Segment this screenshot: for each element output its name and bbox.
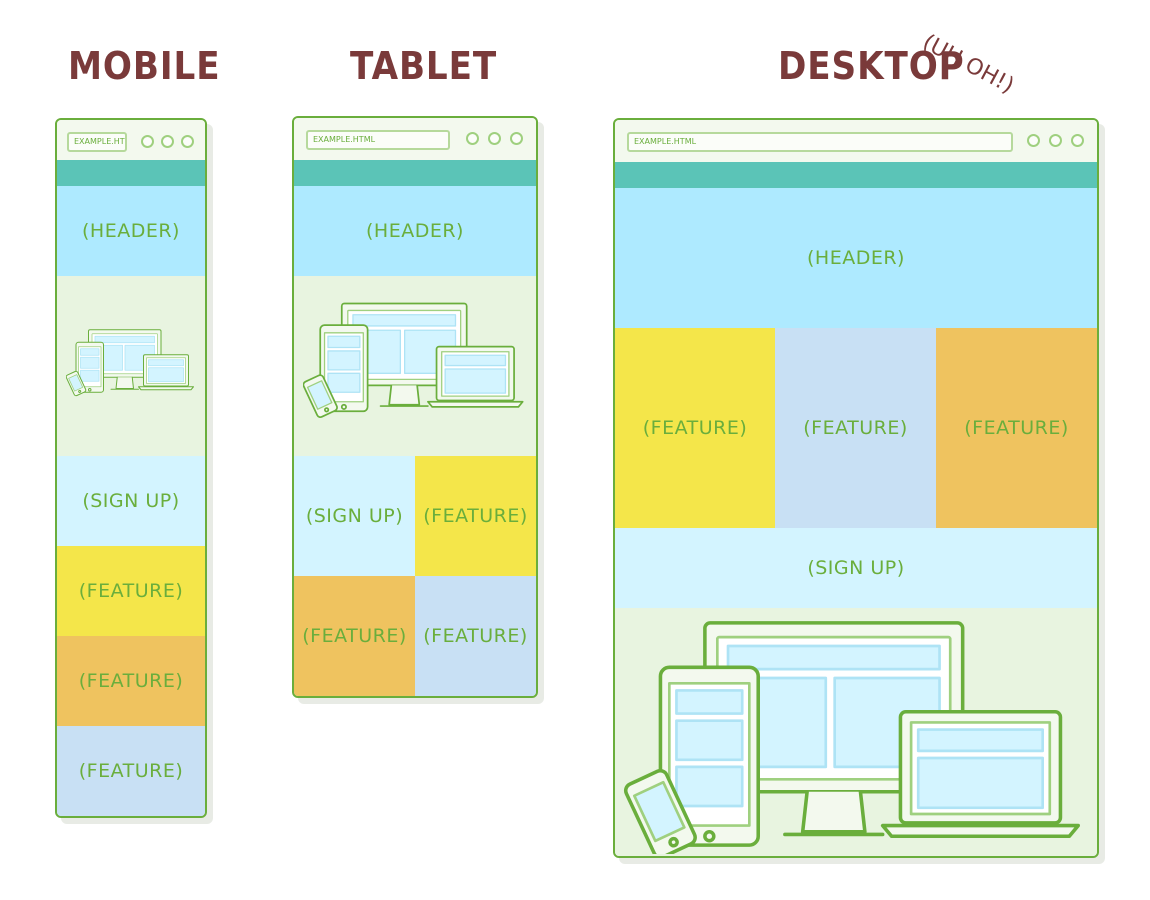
url-field[interactable]: EXAMPLE.HT bbox=[67, 132, 127, 152]
header-block: (HEADER) bbox=[294, 186, 536, 276]
header-block: (HEADER) bbox=[615, 188, 1097, 328]
devices-illustration-icon bbox=[621, 621, 1080, 854]
devices-illustration-icon bbox=[66, 329, 194, 397]
feature-block: (FEATURE) bbox=[57, 726, 205, 816]
feature-block: (FEATURE) bbox=[936, 328, 1097, 528]
desktop-window: EXAMPLE.HTML (HEADER) (FEATURE) (FEATURE… bbox=[613, 118, 1099, 858]
tablet-window: EXAMPLE.HTML (HEADER) (SIGN UP) (FEATURE… bbox=[292, 116, 538, 698]
mobile-window: EXAMPLE.HT (HEADER) (SIGN UP) (FEATURE) … bbox=[55, 118, 207, 818]
url-field[interactable]: EXAMPLE.HTML bbox=[627, 132, 1013, 152]
mobile-title: MOBILE bbox=[68, 44, 221, 88]
devices-illustration-icon bbox=[303, 302, 524, 420]
window-control-icon[interactable] bbox=[141, 135, 154, 148]
feature-block: (FEATURE) bbox=[615, 328, 775, 528]
nav-strip bbox=[294, 160, 536, 186]
feature-block: (FEATURE) bbox=[294, 576, 415, 696]
devices-block bbox=[57, 276, 205, 456]
window-control-icon[interactable] bbox=[1027, 134, 1040, 147]
window-control-icon[interactable] bbox=[510, 132, 523, 145]
feature-block: (FEATURE) bbox=[415, 456, 536, 576]
signup-block[interactable]: (SIGN UP) bbox=[294, 456, 415, 576]
browser-bar: EXAMPLE.HTML bbox=[294, 118, 536, 160]
feature-block: (FEATURE) bbox=[57, 546, 205, 636]
window-control-icon[interactable] bbox=[466, 132, 479, 145]
browser-bar: EXAMPLE.HTML bbox=[615, 120, 1097, 162]
feature-block: (FEATURE) bbox=[415, 576, 536, 696]
feature-block: (FEATURE) bbox=[57, 636, 205, 726]
window-control-icon[interactable] bbox=[1049, 134, 1062, 147]
header-block: (HEADER) bbox=[57, 186, 205, 276]
window-control-icon[interactable] bbox=[488, 132, 501, 145]
nav-strip bbox=[57, 160, 205, 186]
window-control-icon[interactable] bbox=[1071, 134, 1084, 147]
url-field[interactable]: EXAMPLE.HTML bbox=[306, 130, 450, 150]
window-control-icon[interactable] bbox=[181, 135, 194, 148]
nav-strip bbox=[615, 162, 1097, 188]
desktop-title: DESKTOP bbox=[778, 44, 965, 88]
signup-block[interactable]: (SIGN UP) bbox=[57, 456, 205, 546]
browser-bar: EXAMPLE.HT bbox=[57, 120, 205, 160]
devices-block bbox=[294, 276, 536, 456]
signup-block[interactable]: (SIGN UP) bbox=[615, 528, 1097, 608]
tablet-title: TABLET bbox=[350, 44, 498, 88]
feature-block: (FEATURE) bbox=[775, 328, 936, 528]
devices-block bbox=[615, 608, 1097, 856]
window-control-icon[interactable] bbox=[161, 135, 174, 148]
